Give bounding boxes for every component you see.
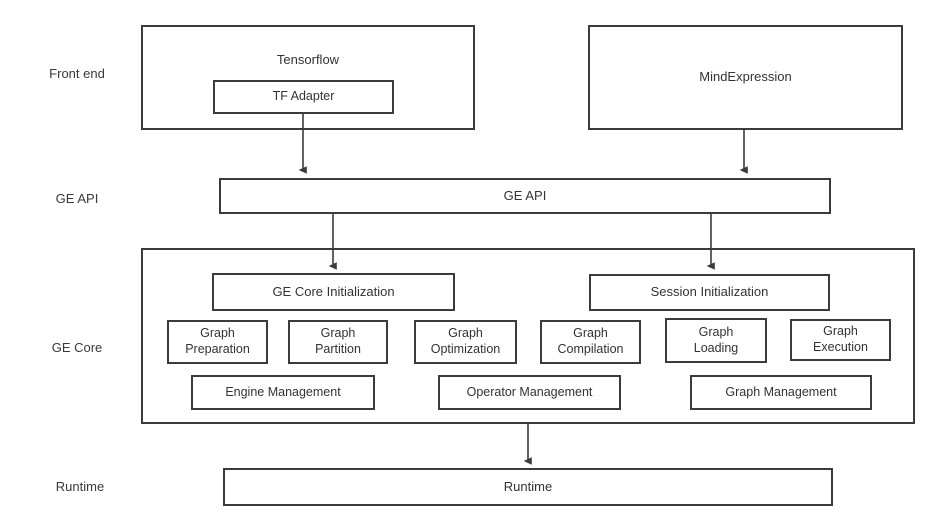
runtime-bar-label: Runtime <box>503 478 553 494</box>
tensorflow-group: Tensorflow <box>141 25 475 130</box>
graph-optimization-box[interactable]: Graph Optimization <box>414 320 517 364</box>
layer-label-ge-api: GE API <box>25 174 129 222</box>
layer-label-ge-api-text: GE API <box>55 190 99 206</box>
graph-partition-box[interactable]: Graph Partition <box>288 320 388 364</box>
graph-loading-box[interactable]: Graph Loading <box>665 318 767 363</box>
ge-api-bar[interactable]: GE API <box>219 178 831 214</box>
layer-label-runtime-text: Runtime <box>55 478 105 494</box>
layer-label-front-end: Front end <box>25 49 129 97</box>
graph-preparation-box[interactable]: Graph Preparation <box>167 320 268 364</box>
tf-adapter-box[interactable]: TF Adapter <box>213 80 394 114</box>
graph-execution-box[interactable]: Graph Execution <box>790 319 891 361</box>
layer-label-front-end-text: Front end <box>49 65 105 81</box>
graph-preparation-label: Graph Preparation <box>185 326 250 356</box>
mindexpression-group-title: MindExpression <box>699 69 792 84</box>
graph-management-box[interactable]: Graph Management <box>690 375 872 410</box>
ge-core-initialization-box[interactable]: GE Core Initialization <box>212 273 455 311</box>
session-initialization-box[interactable]: Session Initialization <box>589 274 830 311</box>
graph-execution-label: Graph Execution <box>813 324 868 354</box>
graph-loading-label: Graph Loading <box>693 324 739 355</box>
graph-management-label: Graph Management <box>725 384 837 399</box>
graph-optimization-label: Graph Optimization <box>430 326 501 356</box>
graph-partition-label: Graph Partition <box>315 326 361 356</box>
graph-compilation-label: Graph Compilation <box>557 326 624 356</box>
runtime-bar[interactable]: Runtime <box>223 468 833 506</box>
mindexpression-group: MindExpression <box>588 25 903 130</box>
layer-label-runtime: Runtime <box>25 462 135 510</box>
layer-label-ge-core-text: GE Core <box>51 339 103 355</box>
layer-label-ge-core: GE Core <box>25 323 129 371</box>
tensorflow-group-title: Tensorflow <box>276 52 340 67</box>
operator-management-label: Operator Management <box>466 384 593 399</box>
tf-adapter-label: TF Adapter <box>272 89 335 104</box>
graph-compilation-box[interactable]: Graph Compilation <box>540 320 641 364</box>
operator-management-box[interactable]: Operator Management <box>438 375 621 410</box>
session-initialization-label: Session Initialization <box>650 284 769 300</box>
ge-core-initialization-label: GE Core Initialization <box>272 283 395 299</box>
ge-api-bar-label: GE API <box>503 187 547 203</box>
engine-management-label: Engine Management <box>225 384 341 399</box>
engine-management-box[interactable]: Engine Management <box>191 375 375 410</box>
